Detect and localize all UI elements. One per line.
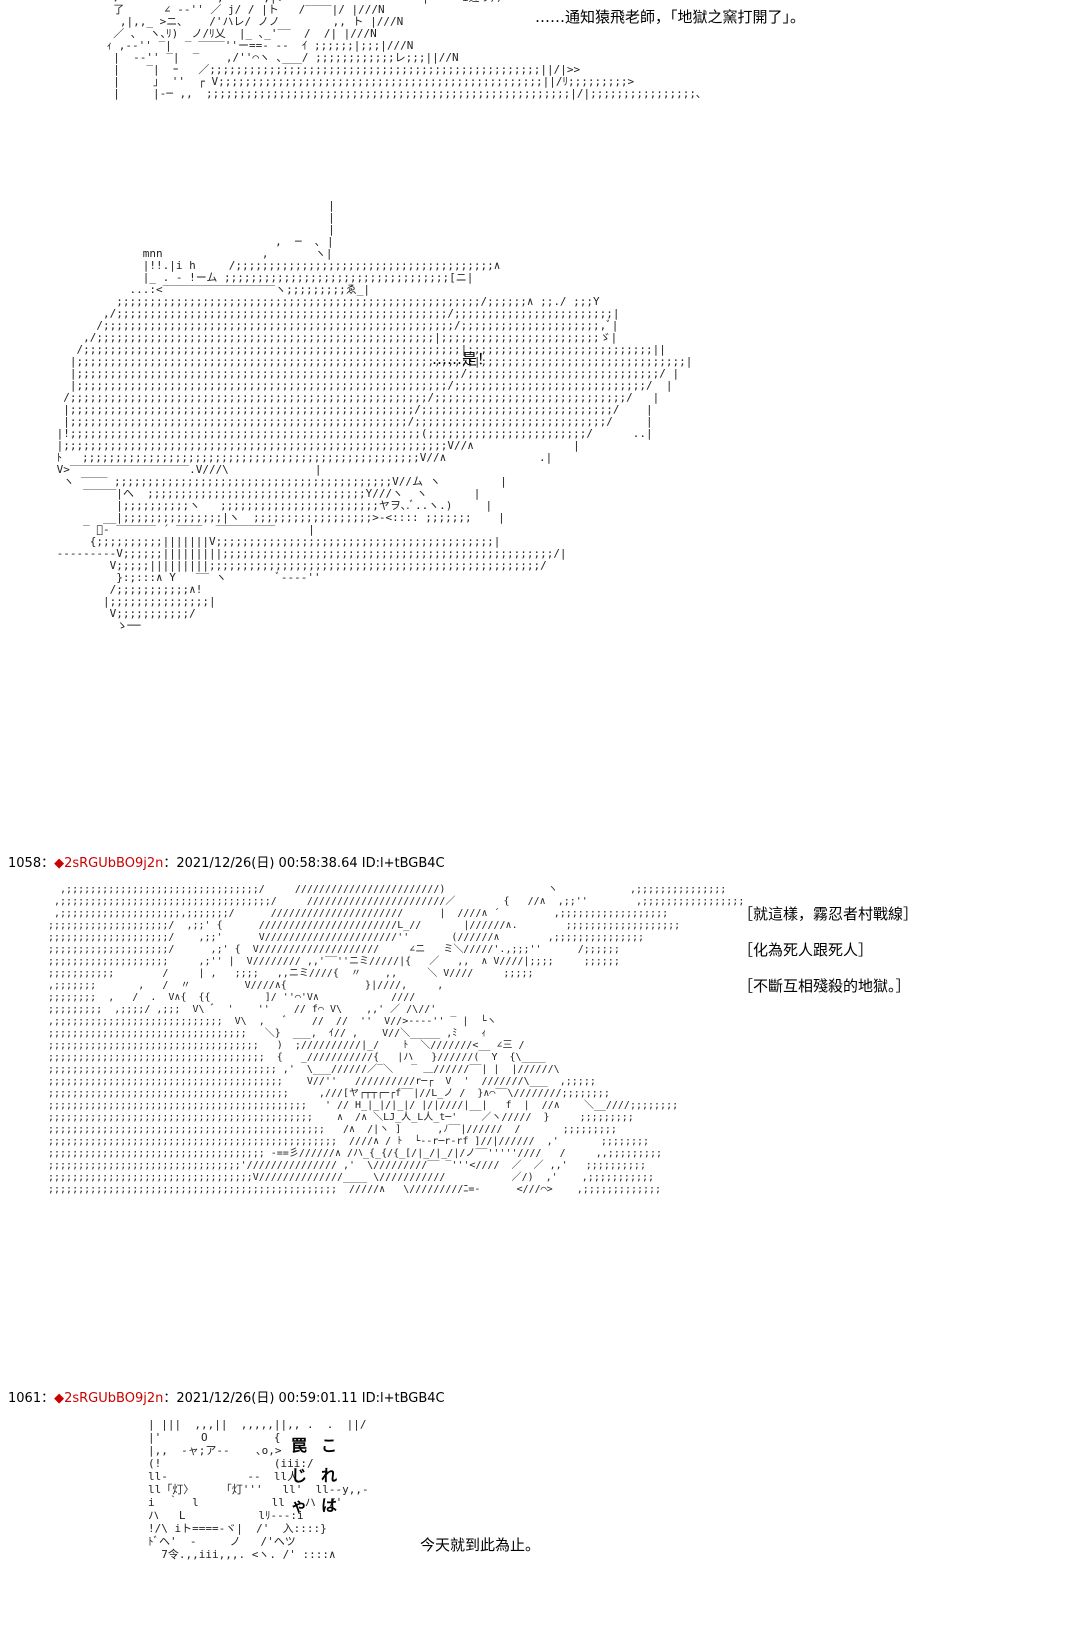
post-number: 1061: [8, 1391, 42, 1406]
battle-narration: ［就這樣，霧忍者村戰線］ ［化為死人跟死人］ ［不斷互相殘殺的地獄。］: [738, 896, 918, 1004]
speech-glyph: れ: [320, 1466, 341, 1485]
speech-glyph: ゃ: [290, 1496, 311, 1515]
speech-column-left: 罠じゃ: [290, 1436, 312, 1526]
narration-line: ［就這樣，霧忍者村戰線］: [738, 905, 919, 923]
post-date-id: ：2021/12/26(日) 00:59:01.11 ID:l+tBGB4C: [163, 1391, 445, 1406]
speech-column-right: これは: [320, 1436, 342, 1526]
middle-ascii-art: | | | , ─ ､ | mnn , ヽ| |!!.|i h: [56, 199, 693, 632]
speech-glyph: こ: [320, 1436, 341, 1455]
ending-narration: 今天就到此為止。: [420, 1536, 541, 1554]
trip-diamond-icon: ◆: [54, 856, 65, 871]
speech-glyph: じ: [290, 1466, 311, 1485]
post-header-1058: 1058：◆2sRGUbBO9j2n：2021/12/26(日) 00:58:3…: [8, 852, 445, 871]
middle-dialogue: ……是！: [432, 350, 493, 368]
speech-glyph: は: [320, 1496, 341, 1515]
top-narration: ……通知猿飛老師，「地獄之窯打開了」。: [535, 8, 806, 26]
post-tripcode: 2sRGUbBO9j2n: [64, 856, 164, 871]
post-separator: ：: [41, 856, 55, 871]
battle-ascii-art: ,;;;;;;;;;;;;;;;;;;;;;;;;;;;;;;;;/ /////…: [48, 884, 745, 1195]
post-header-1061: 1061：◆2sRGUbBO9j2n：2021/12/26(日) 00:59:0…: [8, 1387, 445, 1406]
ending-ascii-art: | ||| ,,,|| ,,,,,||,, . . ||/ |' O { |,,…: [148, 1418, 369, 1561]
speech-glyph: 罠: [290, 1436, 311, 1455]
post-separator: ：: [41, 1391, 55, 1406]
post-date-id: ：2021/12/26(日) 00:58:38.64 ID:l+tBGB4C: [163, 856, 445, 871]
trip-diamond-icon: ◆: [54, 1391, 65, 1406]
top-ascii-art: ﾌﾞ ,---' ,|!-- ''| ''i遅リ// 了 ∠ -‐'' ／ j/…: [106, 0, 702, 100]
narration-line: ［不斷互相殘殺的地獄。］: [738, 977, 911, 995]
post-tripcode: 2sRGUbBO9j2n: [64, 1391, 164, 1406]
narration-line: ［化為死人跟死人］: [738, 941, 874, 959]
post-number: 1058: [8, 856, 42, 871]
